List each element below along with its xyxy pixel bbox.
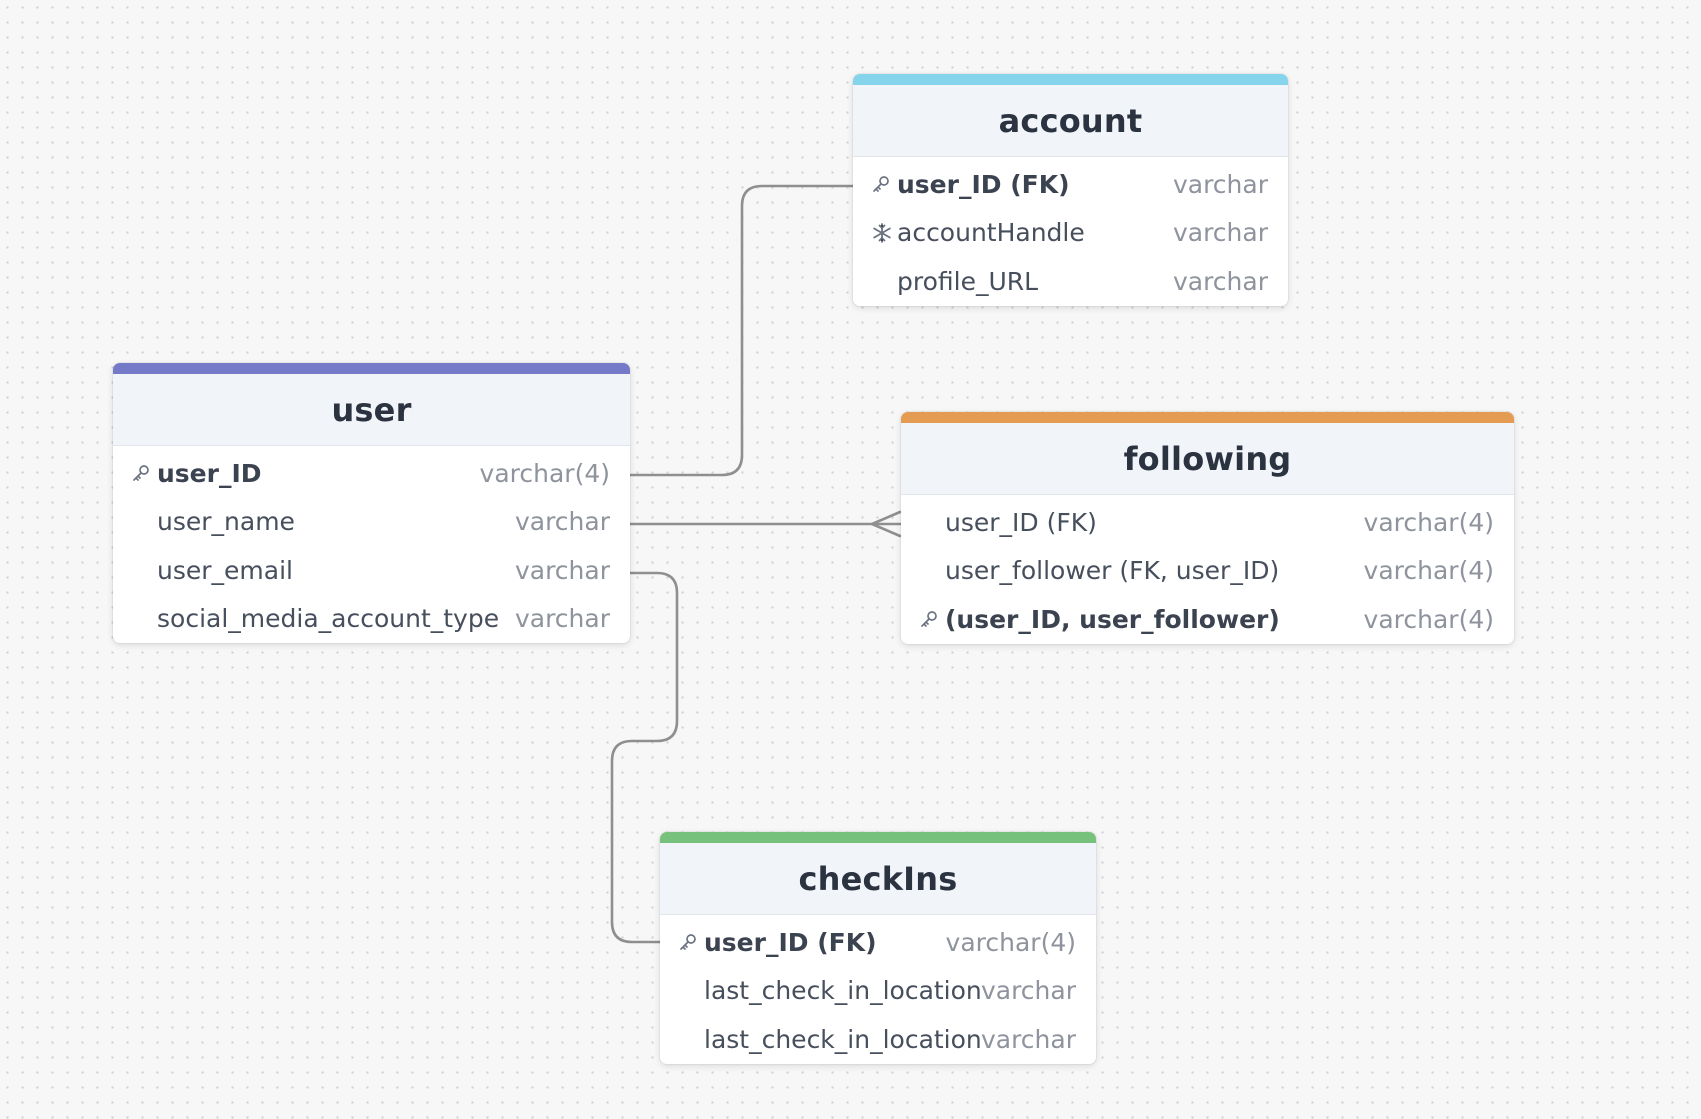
table-title: checkIns	[798, 859, 958, 898]
table-accent-bar	[660, 832, 1096, 843]
table-columns: user_ID (FK) varchar(4) user_follower (F…	[901, 495, 1514, 644]
column-row[interactable]: social_media_account_type varchar	[113, 595, 630, 644]
column-name: user_name	[157, 507, 295, 537]
column-name: social_media_account_type	[157, 604, 500, 634]
table-account[interactable]: account user_ID (FK) varchar accountHand…	[853, 74, 1288, 306]
table-accent-bar	[901, 412, 1514, 423]
column-row[interactable]: profile_URL varchar	[853, 257, 1288, 306]
column-type: varchar	[980, 1024, 1076, 1054]
table-columns: user_ID (FK) varchar accountHandle varch…	[853, 157, 1288, 306]
column-row[interactable]: user_ID (FK) varchar	[853, 160, 1288, 209]
column-name: user_ID (FK)	[704, 927, 877, 957]
relationship-line-user-checkins[interactable]	[610, 571, 679, 944]
crowfoot-many-icon	[870, 510, 902, 538]
column-type: varchar	[514, 604, 610, 634]
column-name: (user_ID, user_follower)	[945, 604, 1280, 634]
key-icon	[131, 460, 157, 486]
table-checkins[interactable]: checkIns user_ID (FK) varchar(4) last_ch…	[660, 832, 1096, 1064]
column-type: varchar	[980, 976, 1076, 1006]
table-columns: user_ID (FK) varchar(4) last_check_in_lo…	[660, 915, 1096, 1064]
column-type: varchar	[1172, 218, 1268, 248]
column-type: varchar(4)	[1363, 556, 1494, 586]
table-title: account	[998, 101, 1143, 140]
table-title: following	[1123, 439, 1292, 478]
key-icon	[871, 171, 897, 197]
relationship-line-user-account[interactable]	[628, 184, 855, 477]
key-icon	[678, 929, 704, 955]
column-name: user_ID (FK)	[945, 507, 1097, 537]
table-accent-bar	[853, 74, 1288, 85]
column-name: user_email	[157, 555, 293, 585]
column-row[interactable]: user_email varchar	[113, 546, 630, 595]
table-user[interactable]: user user_ID varchar(4) user_name varcha…	[113, 363, 630, 643]
table-columns: user_ID varchar(4) user_name varchar use…	[113, 446, 630, 643]
column-name: user_ID	[157, 458, 262, 488]
column-type: varchar(4)	[1363, 507, 1494, 537]
table-header[interactable]: following	[901, 423, 1514, 495]
column-name: user_ID (FK)	[897, 169, 1070, 199]
column-row[interactable]: user_name varchar	[113, 498, 630, 547]
column-row[interactable]: user_ID (FK) varchar(4)	[901, 498, 1514, 547]
column-name: profile_URL	[897, 266, 1039, 296]
table-accent-bar	[113, 363, 630, 374]
column-type: varchar	[514, 555, 610, 585]
column-row[interactable]: last_check_in_location varchar	[660, 967, 1096, 1016]
table-header[interactable]: checkIns	[660, 843, 1096, 915]
column-type: varchar(4)	[1363, 604, 1494, 634]
column-name: user_follower (FK, user_ID)	[945, 556, 1280, 586]
column-row[interactable]: accountHandle varchar	[853, 209, 1288, 258]
column-type: varchar	[1172, 266, 1268, 296]
column-row[interactable]: (user_ID, user_follower) varchar(4)	[901, 595, 1514, 644]
table-following[interactable]: following user_ID (FK) varchar(4) user_f…	[901, 412, 1514, 644]
column-name: last_check_in_location	[704, 976, 981, 1006]
column-type: varchar	[514, 507, 610, 537]
column-type: varchar(4)	[479, 458, 610, 488]
column-name: last_check_in_location	[704, 1024, 981, 1054]
key-icon	[919, 606, 945, 632]
column-row[interactable]: user_ID varchar(4)	[113, 449, 630, 498]
column-row[interactable]: last_check_in_location varchar	[660, 1015, 1096, 1064]
table-header[interactable]: user	[113, 374, 630, 446]
table-title: user	[331, 390, 412, 429]
column-name: accountHandle	[897, 218, 1085, 248]
column-row[interactable]: user_follower (FK, user_ID) varchar(4)	[901, 547, 1514, 596]
column-row[interactable]: user_ID (FK) varchar(4)	[660, 918, 1096, 967]
column-type: varchar	[1172, 169, 1268, 199]
snowflake-icon	[871, 220, 897, 246]
table-header[interactable]: account	[853, 85, 1288, 157]
column-type: varchar(4)	[945, 927, 1076, 957]
